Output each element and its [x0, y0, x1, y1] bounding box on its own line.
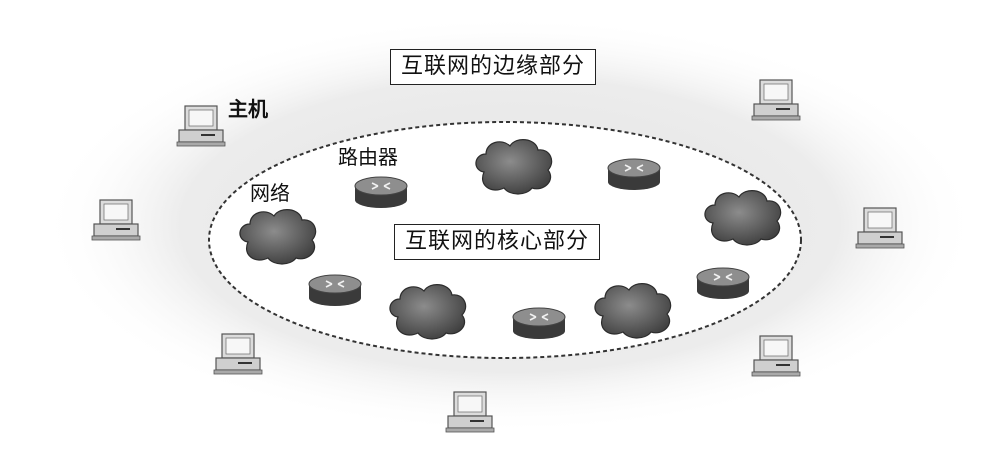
router-icon: [308, 274, 362, 307]
network-label: 网络: [250, 181, 290, 205]
core-title-label: 互联网的核心部分: [394, 224, 601, 260]
router-icon: [607, 158, 661, 191]
router-icon: [696, 267, 750, 300]
host-label: 主机: [228, 97, 268, 121]
router-icon: [512, 307, 566, 340]
router-icon: [354, 176, 408, 209]
router-label: 路由器: [338, 145, 398, 169]
edge-title-label: 互联网的边缘部分: [390, 49, 597, 85]
